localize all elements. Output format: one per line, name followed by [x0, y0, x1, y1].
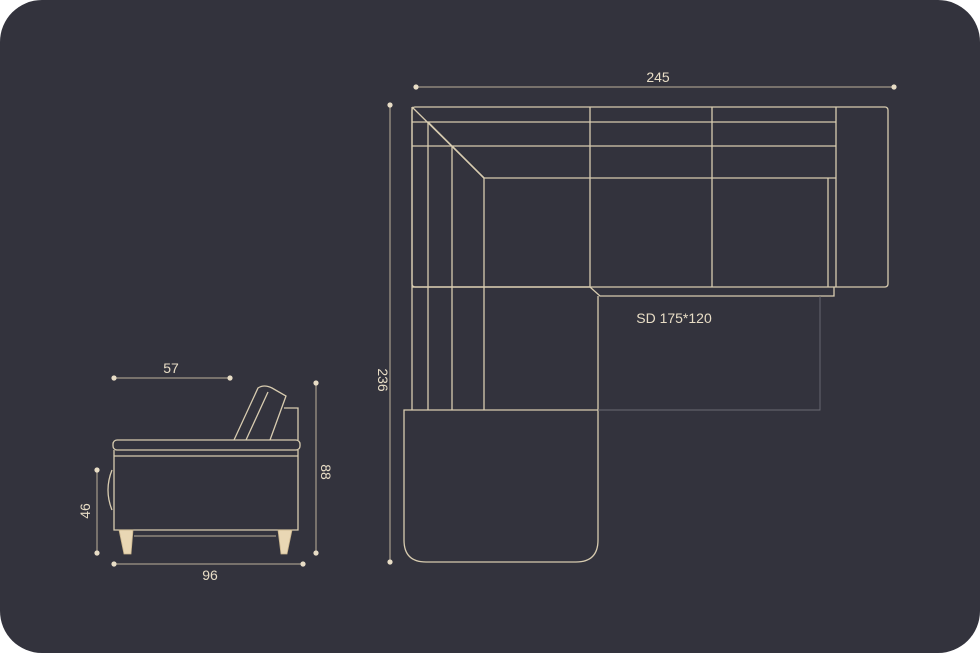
dim-dot: [111, 375, 117, 381]
dim-dot: [413, 84, 419, 90]
dim-label-back-height: 88: [318, 464, 334, 480]
dim-dot: [111, 561, 117, 567]
sofa-bed-label: SD 175*120: [636, 310, 712, 326]
dim-label-top-width: 245: [646, 69, 670, 85]
seat-front-edge: [412, 286, 835, 297]
top-view: [403, 106, 889, 563]
dim-seat-height: 46: [77, 467, 100, 556]
arm-curve: [107, 469, 113, 511]
chaise-lounge: [403, 409, 599, 563]
dim-label-side-depth: 96: [202, 567, 218, 583]
dim-top-width: 245: [413, 69, 897, 90]
sofa-bed-outline: [598, 296, 821, 411]
leg-front: [118, 529, 134, 555]
back-cushion-seam: [245, 391, 269, 441]
side-view: [107, 385, 301, 555]
dim-dot: [387, 102, 393, 108]
dim-side-depth: 96: [111, 561, 306, 583]
seat-cushion: [112, 439, 301, 451]
dim-dot: [300, 561, 306, 567]
corner-diagonal-3: [451, 145, 485, 179]
sofa-body: [113, 450, 299, 531]
dim-dot: [94, 467, 100, 473]
dim-dot: [387, 559, 393, 565]
leg-back: [277, 529, 293, 555]
dim-dot: [227, 375, 233, 381]
dim-dot: [313, 380, 319, 386]
dim-dot: [313, 550, 319, 556]
dim-label-depth: 236: [375, 368, 391, 392]
back-frame: [284, 407, 299, 440]
dim-label-seat-depth: 57: [163, 360, 179, 376]
dim-back-height: 88: [313, 380, 334, 556]
back-cushion: [233, 385, 287, 441]
dim-left-depth: 236: [375, 102, 393, 565]
dim-dot: [94, 550, 100, 556]
dim-seat-depth: 57: [111, 360, 233, 381]
dim-dot: [891, 84, 897, 90]
dim-label-seat-height: 46: [77, 503, 93, 519]
